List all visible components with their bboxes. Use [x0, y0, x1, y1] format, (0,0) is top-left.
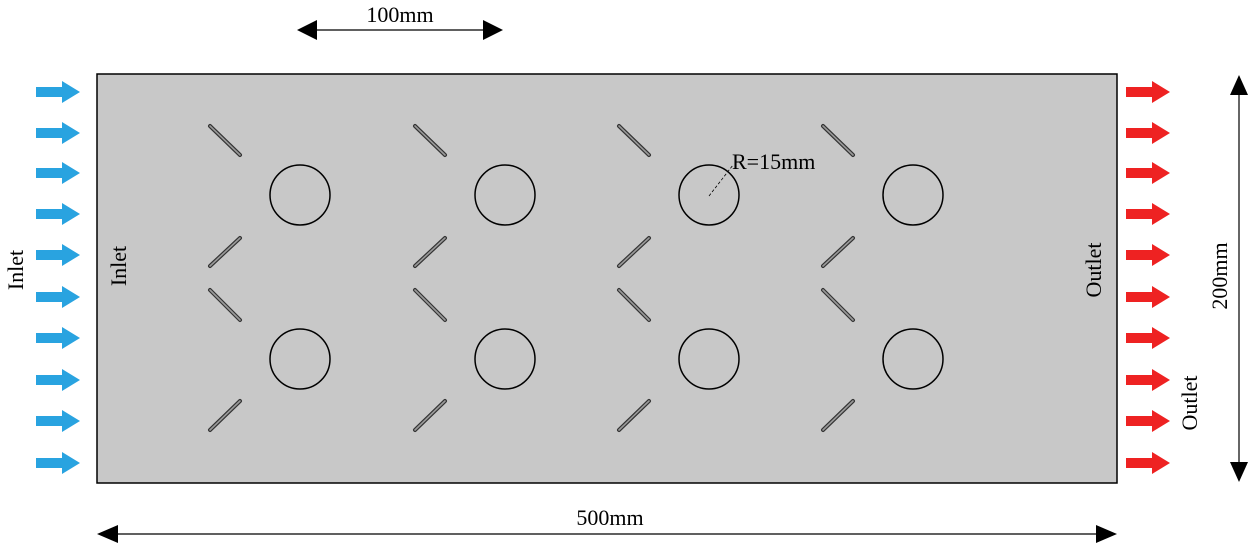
outlet-arrow-icon — [1126, 452, 1170, 474]
baffle-plate-core — [618, 125, 650, 156]
baffle-plate-core — [209, 289, 241, 321]
cylinder — [678, 164, 740, 226]
cylinder — [474, 164, 536, 226]
inlet-inner-label: Inlet — [106, 246, 131, 286]
cylinder — [882, 164, 944, 226]
inlet-outer-label: Inlet — [3, 250, 28, 290]
baffle-plate-core — [618, 237, 650, 267]
baffle-plate-core — [414, 289, 446, 321]
right-dimension: 200mm — [1207, 75, 1248, 482]
outlet-arrow-icon — [1126, 203, 1170, 225]
inlet-arrow-icon — [36, 203, 80, 225]
inlet-arrow-icon — [36, 369, 80, 391]
radius-annotation: R=15mm — [708, 149, 815, 197]
inlet-arrows — [36, 81, 80, 474]
baffle-plate-core — [822, 289, 854, 321]
inlet-arrow-icon — [36, 286, 80, 308]
fluid-domain — [96, 73, 1118, 484]
baffle-plate-core — [414, 125, 446, 156]
inlet-arrow-icon — [36, 162, 80, 184]
top-dimension-label: 100mm — [366, 2, 433, 27]
baffle-plate-core — [822, 237, 854, 267]
outlet-arrow-icon — [1126, 286, 1170, 308]
inlet-arrow-icon — [36, 244, 80, 266]
baffle-plate-core — [209, 237, 241, 267]
cylinder — [882, 328, 944, 390]
inlet-arrow-icon — [36, 327, 80, 349]
baffle-plate-core — [822, 400, 854, 431]
outlet-arrow-icon — [1126, 410, 1170, 432]
outlet-inner-label: Outlet — [1081, 243, 1106, 298]
bottom-dimension-label: 500mm — [576, 505, 643, 530]
outlet-arrow-icon — [1126, 81, 1170, 103]
outlet-arrow-icon — [1126, 327, 1170, 349]
baffle-plate-core — [822, 125, 854, 156]
right-dimension-label: 200mm — [1207, 242, 1232, 309]
outlet-arrow-icon — [1126, 122, 1170, 144]
outlet-arrows — [1126, 81, 1170, 474]
outlet-arrow-icon — [1126, 162, 1170, 184]
top-dimension: 100mm — [297, 2, 503, 40]
baffle-plate-core — [618, 400, 650, 431]
baffle-plate-core — [618, 289, 650, 321]
obstacle-array — [208, 124, 944, 432]
inlet-arrow-icon — [36, 410, 80, 432]
radius-label: R=15mm — [732, 149, 815, 174]
inlet-arrow-icon — [36, 81, 80, 103]
cylinder — [269, 328, 331, 390]
inlet-arrow-icon — [36, 122, 80, 144]
cylinder — [678, 328, 740, 390]
baffle-plate-core — [414, 400, 446, 431]
inlet-arrow-icon — [36, 452, 80, 474]
baffle-plate-core — [209, 400, 241, 431]
cylinder — [269, 164, 331, 226]
outlet-arrow-icon — [1126, 369, 1170, 391]
outlet-outer-label: Outlet — [1177, 376, 1202, 431]
baffle-plate-core — [209, 125, 241, 156]
baffle-plate-core — [414, 237, 446, 267]
outlet-arrow-icon — [1126, 244, 1170, 266]
bottom-dimension: 500mm — [97, 505, 1117, 543]
cylinder — [474, 328, 536, 390]
